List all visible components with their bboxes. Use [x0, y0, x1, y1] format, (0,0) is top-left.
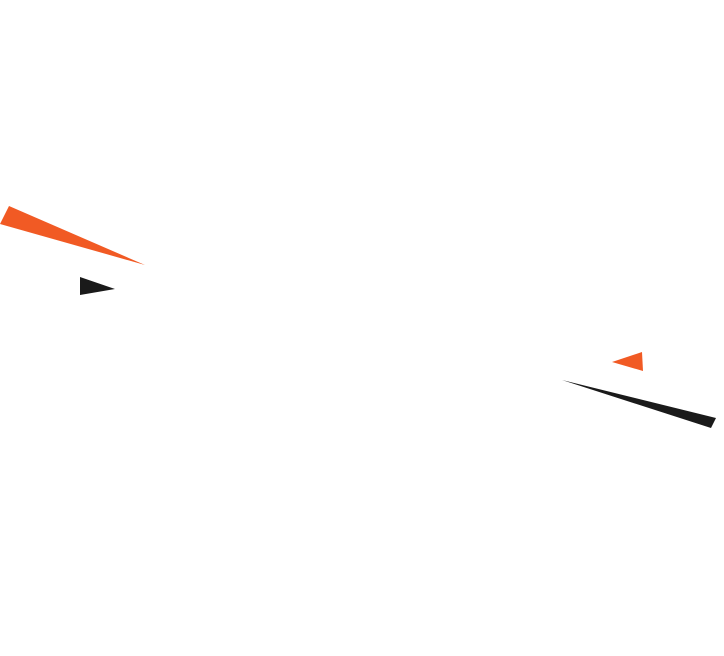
orange-shard-right — [612, 352, 643, 371]
black-shard-left — [80, 277, 115, 295]
black-shard-right — [562, 380, 716, 428]
orange-shard-left — [0, 206, 145, 265]
